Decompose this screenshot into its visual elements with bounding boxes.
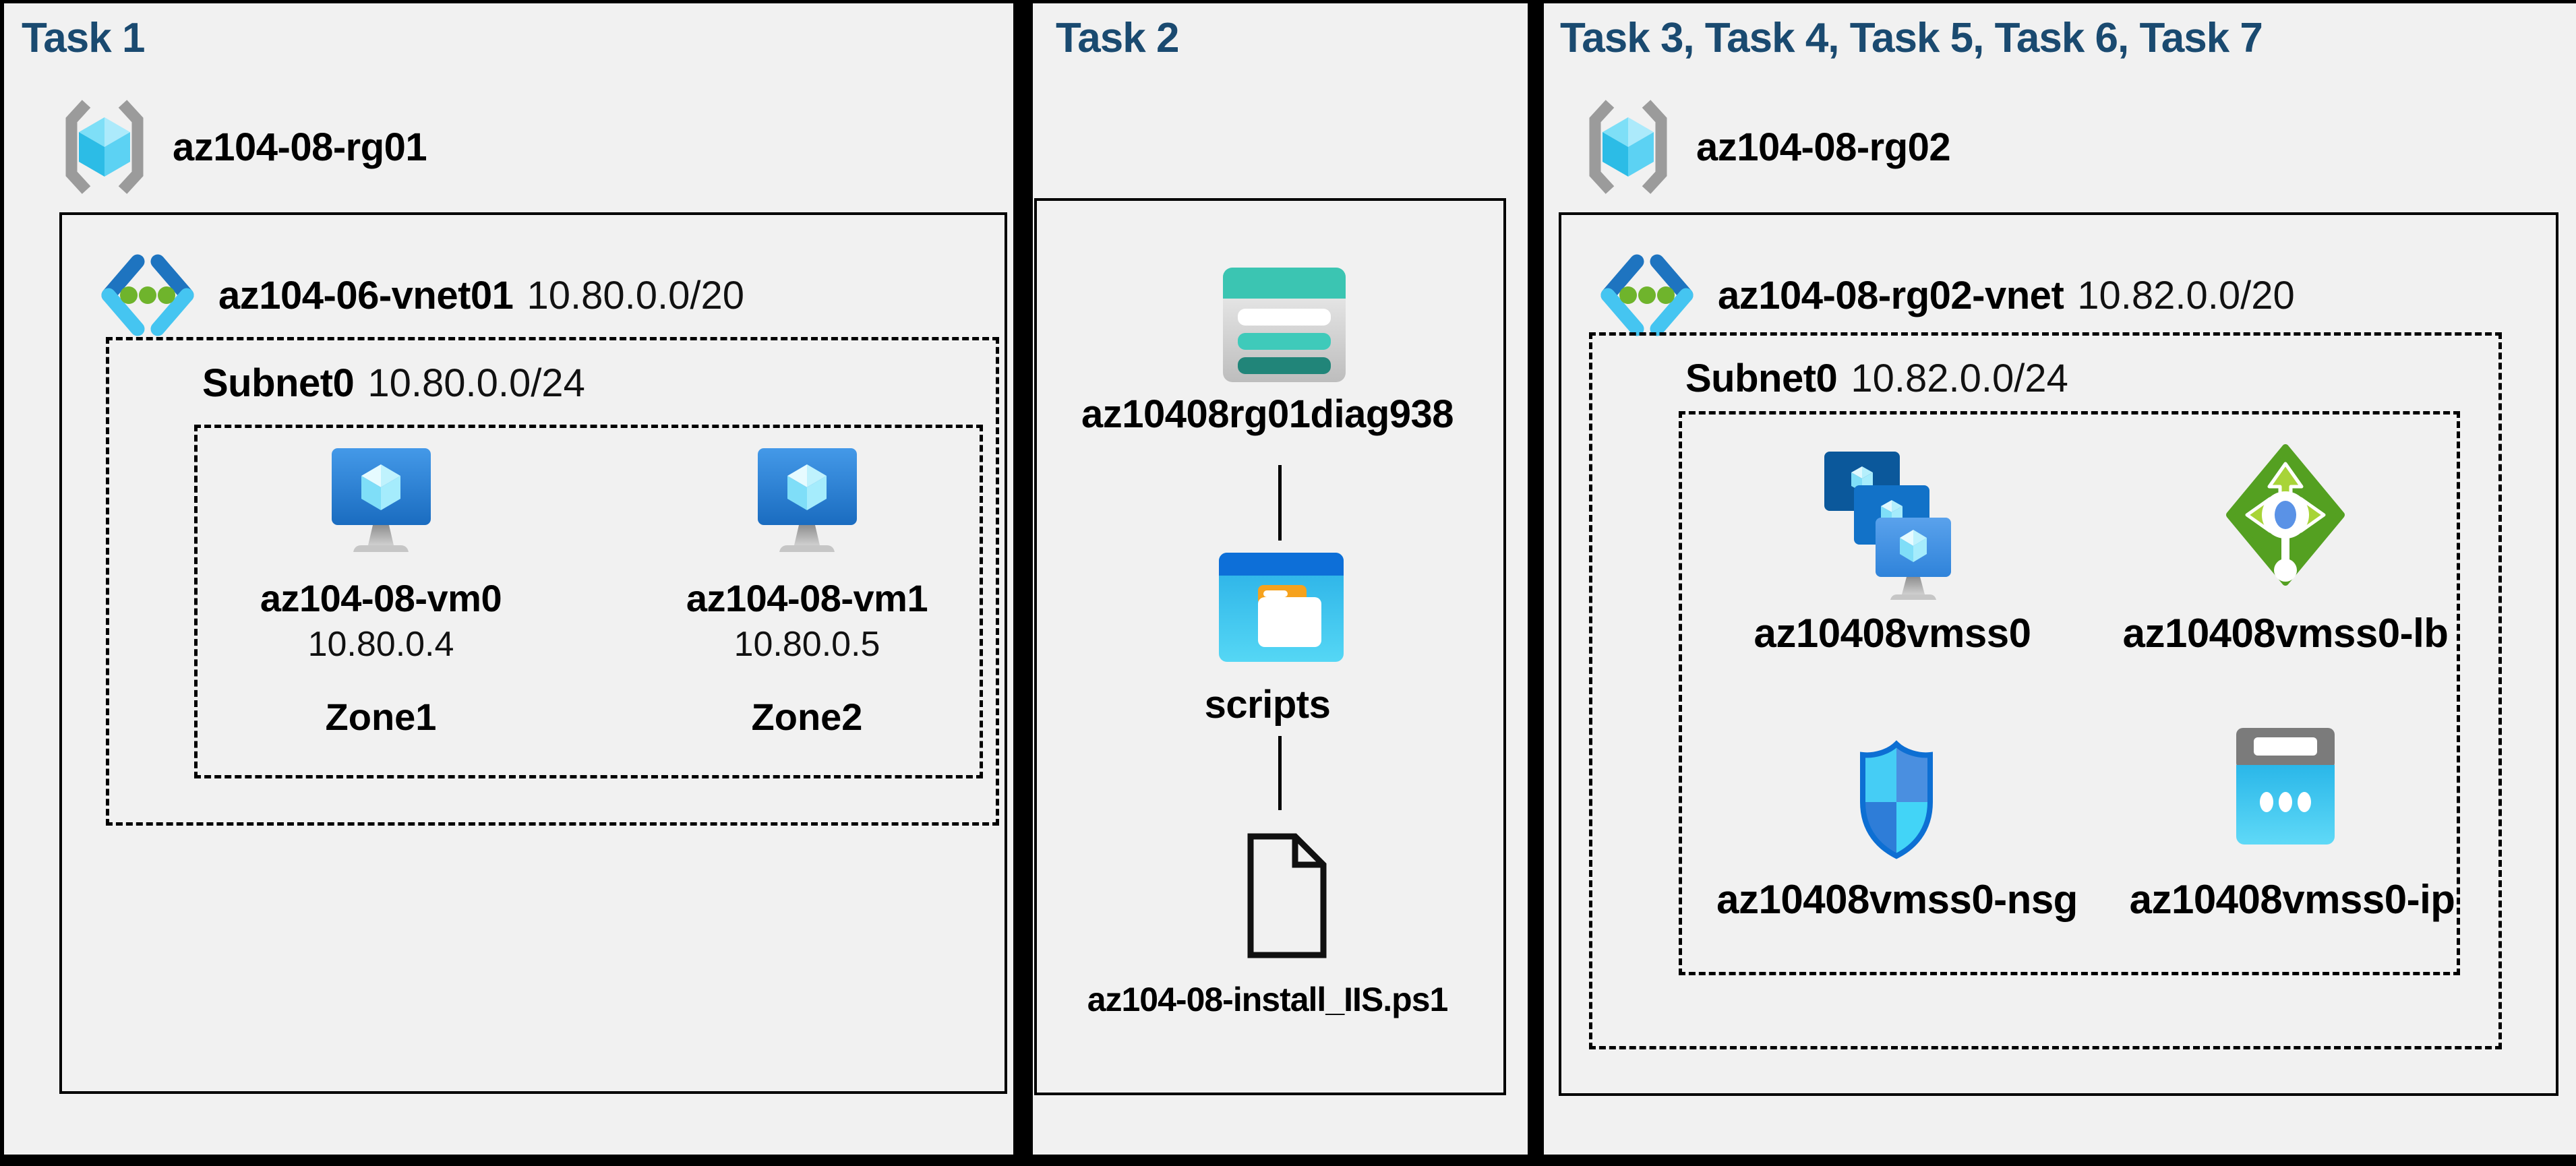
resource-group-row: az104-08-rg01 (61, 98, 427, 196)
vnet-name: az104-06-vnet01 (218, 273, 514, 317)
subnet-label: Subnet0 10.82.0.0/24 (1685, 356, 2068, 401)
storage-account-icon (1223, 268, 1346, 382)
script-file-name: az104-08-install_IIS.ps1 (1087, 981, 1449, 1018)
subnet-name: Subnet0 (202, 361, 355, 405)
task3-title: Task 3, Task 4, Task 5, Task 6, Task 7 (1560, 15, 2263, 61)
vm-ip: 10.80.0.4 (307, 625, 454, 664)
storage-account-name: az10408rg01diag938 (1081, 392, 1454, 436)
vm-zone-box: az104-08-vm0 10.80.0.4 Zone1 (194, 425, 983, 778)
vm-item: az104-08-vm0 10.80.0.4 Zone1 (239, 447, 522, 741)
subnet-name: Subnet0 (1685, 357, 1838, 400)
vm-name: az104-08-vm0 (260, 577, 502, 619)
vm-item: az104-08-vm1 10.80.0.5 Zone2 (665, 447, 949, 741)
vnet-box: az104-06-vnet01 10.80.0.0/20 Subnet0 10.… (59, 212, 1007, 1094)
subnet-box: Subnet0 10.82.0.0/24 (1589, 332, 2502, 1049)
resource-group-name: az104-08-rg01 (173, 125, 427, 169)
subnet-label: Subnet0 10.80.0.0/24 (202, 361, 585, 406)
task2-title: Task 2 (1056, 15, 1179, 61)
load-balancer-name: az10408vmss0-lb (2122, 611, 2449, 656)
vnet-cidr: 10.82.0.0/20 (2077, 273, 2295, 317)
vm-zone: Zone2 (751, 696, 863, 738)
vmss-resources-box: az10408vmss0 az10408vmss0-lb (1679, 411, 2460, 975)
vmss-icon (1824, 452, 1951, 600)
storage-flow-box: az10408rg01diag938 scripts az104-08-inst… (1034, 198, 1506, 1095)
vm-zone: Zone1 (325, 696, 437, 738)
resource-group-row: az104-08-rg02 (1584, 98, 1951, 196)
vm-icon (332, 448, 431, 552)
public-ip-icon (2236, 728, 2335, 845)
vnet-cidr: 10.80.0.0/20 (527, 273, 744, 317)
subnet-cidr: 10.82.0.0/24 (1851, 357, 2068, 400)
panel-task3-7: Task 3, Task 4, Task 5, Task 6, Task 7 a… (1544, 3, 2576, 1155)
container-name: scripts (1204, 683, 1331, 727)
panel-task1: Task 1 az104-08-rg01 (4, 3, 1013, 1155)
vm-name: az104-08-vm1 (686, 577, 928, 619)
nsg-icon (1860, 740, 1933, 859)
vmss-name: az10408vmss0 (1754, 611, 2031, 656)
blob-container-icon (1219, 553, 1344, 662)
resource-group-name: az104-08-rg02 (1696, 125, 1951, 169)
vnet-header: az104-08-rg02-vnet 10.82.0.0/20 (1596, 245, 2295, 346)
subnet-cidr: 10.80.0.0/24 (367, 361, 585, 405)
connector-line (1278, 736, 1282, 810)
script-file-icon (1247, 833, 1327, 958)
vnet-icon (1600, 254, 1694, 336)
subnet-box: Subnet0 10.80.0.0/24 (106, 337, 999, 826)
vm-icon (758, 448, 857, 552)
task1-title: Task 1 (22, 15, 145, 61)
resource-group-icon (65, 100, 144, 194)
nsg-name: az10408vmss0-nsg (1716, 877, 2078, 922)
resource-group-icon (1589, 100, 1667, 194)
load-balancer-icon (2226, 444, 2345, 586)
connector-line (1278, 465, 1282, 541)
vnet-header: az104-06-vnet01 10.80.0.0/20 (97, 245, 744, 346)
public-ip-name: az10408vmss0-ip (2129, 877, 2455, 922)
vm-ip: 10.80.0.5 (733, 625, 880, 664)
vnet-icon (101, 254, 194, 336)
vnet-name: az104-08-rg02-vnet (1718, 273, 2064, 317)
vnet-box: az104-08-rg02-vnet 10.82.0.0/20 Subnet0 … (1559, 212, 2558, 1096)
panel-task2: Task 2 az10408rg01diag938 scripts (1033, 3, 1528, 1155)
